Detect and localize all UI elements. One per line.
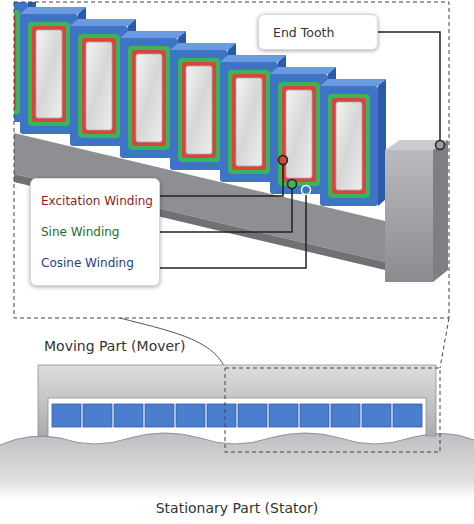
node-text: End Tooth — [273, 25, 334, 40]
end-tooth-top — [385, 140, 448, 150]
leader-dot — [436, 141, 445, 150]
node-text: Sine Winding — [41, 225, 119, 239]
mover-coil — [362, 404, 391, 427]
end-tooth-side — [433, 140, 448, 282]
mover-coil — [145, 404, 174, 427]
stator-teeth — [0, 433, 474, 445]
inset-frame — [14, 2, 449, 318]
mover-coil — [238, 404, 267, 427]
inset-background — [14, 2, 449, 318]
mover-coil — [207, 404, 236, 427]
mover-label-box: Moving Part (Mover) — [36, 338, 436, 438]
node-text: Excitation Winding — [41, 194, 153, 208]
coil — [320, 79, 386, 206]
leader-line — [160, 160, 283, 196]
mover-coil — [52, 404, 81, 427]
mover-coil — [83, 404, 112, 427]
stator-body — [0, 433, 474, 500]
end-tooth-callout: End Tooth — [258, 14, 378, 50]
mover-coil — [269, 404, 298, 427]
mover-body — [38, 365, 436, 436]
stator-label-box: Stationary Part (Stator) — [0, 480, 474, 524]
leader-dot — [302, 186, 311, 195]
node-text: Moving Part (Mover) — [44, 338, 436, 354]
mover-coil — [114, 404, 143, 427]
zoom-frame — [225, 368, 440, 452]
node-text: Stationary Part (Stator) — [156, 500, 319, 516]
node-text: Cosine Winding — [41, 256, 134, 270]
mover-coil — [300, 404, 329, 427]
inset-illustration — [14, 2, 449, 318]
mover-coil — [393, 404, 422, 427]
leader-line — [378, 32, 440, 145]
zoom-line — [440, 318, 449, 368]
leader-line — [160, 190, 306, 268]
leader-dot — [279, 156, 288, 165]
winding-callout: Excitation WindingSine WindingCosine Win… — [30, 178, 160, 286]
end-tooth-front — [385, 150, 433, 282]
leader-dot — [288, 180, 297, 189]
mover-coil — [176, 404, 205, 427]
leader-line — [160, 184, 292, 232]
mover-coil — [331, 404, 360, 427]
